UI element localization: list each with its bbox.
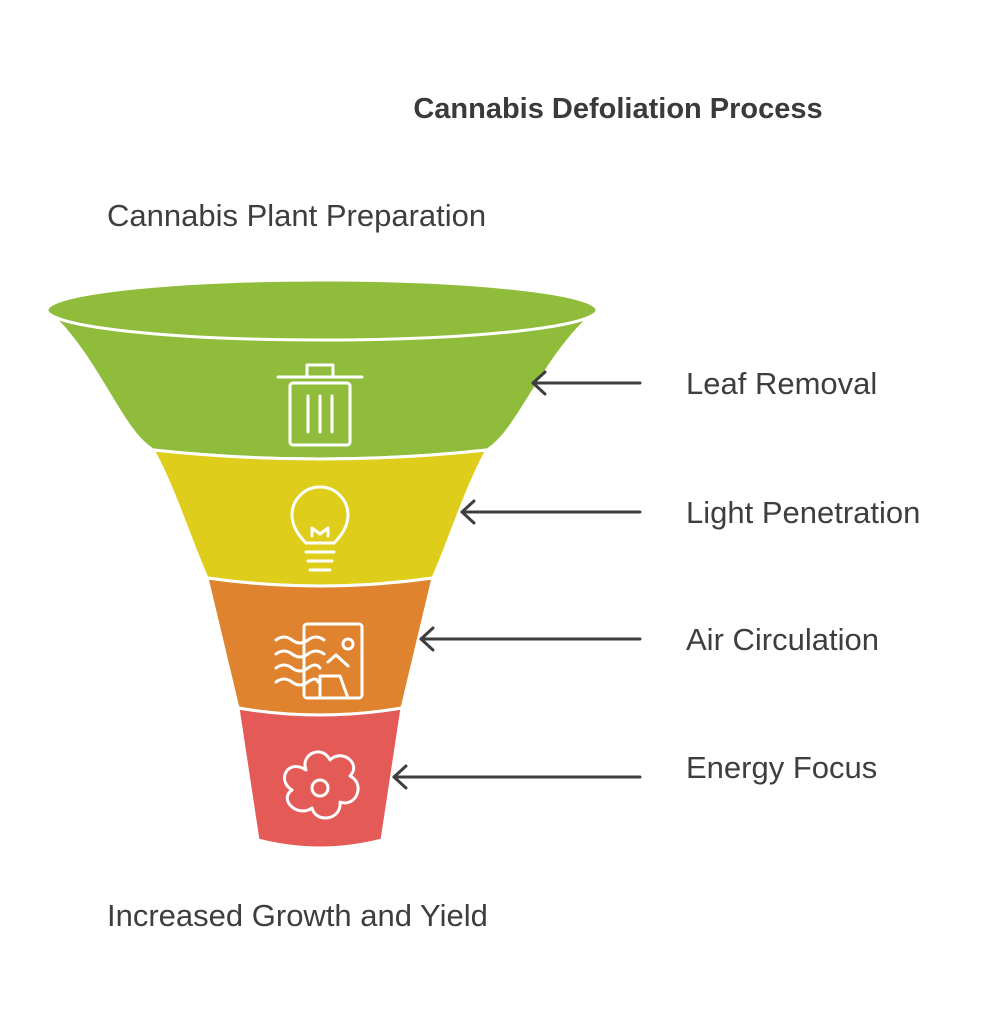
arrow-light-penetration bbox=[460, 499, 642, 525]
step-arrows bbox=[392, 370, 642, 790]
arrow-air-circulation bbox=[419, 626, 642, 652]
arrow-energy-focus bbox=[392, 764, 642, 790]
funnel-segment-energy-focus bbox=[236, 706, 404, 850]
step-label-air-circulation: Air Circulation bbox=[686, 622, 879, 657]
light-bulb-icon bbox=[290, 485, 350, 572]
air-flow-icon bbox=[274, 622, 364, 700]
trash-can-icon bbox=[276, 363, 364, 447]
flower-icon bbox=[283, 750, 360, 820]
funnel-segment-light-penetration bbox=[150, 448, 490, 588]
funnel-top-label: Cannabis Plant Preparation bbox=[107, 198, 486, 233]
step-label-light-penetration: Light Penetration bbox=[686, 495, 920, 530]
arrow-leaf-removal bbox=[531, 370, 642, 396]
funnel-body bbox=[43, 278, 601, 850]
funnel-bottom-label: Increased Growth and Yield bbox=[107, 898, 488, 933]
funnel-rim bbox=[45, 278, 599, 342]
step-label-leaf-removal: Leaf Removal bbox=[686, 366, 877, 401]
step-label-energy-focus: Energy Focus bbox=[686, 750, 877, 785]
diagram-title: Cannabis Defoliation Process bbox=[413, 93, 822, 125]
